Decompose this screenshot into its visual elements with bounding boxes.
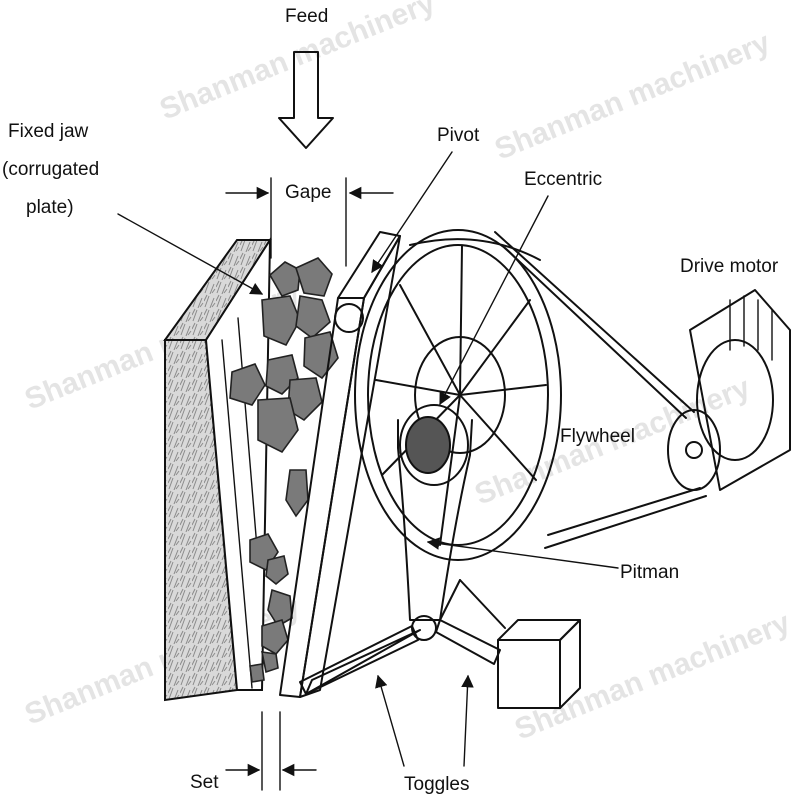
label-set: Set [190, 772, 219, 793]
corrugated-plate [204, 236, 272, 691]
pivot-pin [334, 303, 364, 333]
toggles [299, 579, 506, 695]
label-drive-motor: Drive motor [680, 256, 779, 277]
label-pivot: Pivot [437, 125, 480, 146]
label-flywheel: Flywheel [560, 426, 635, 447]
flywheel-hub [414, 336, 506, 454]
annotation-arrows [117, 151, 619, 767]
toggles-arrow-left [375, 674, 405, 767]
label-fixed-jaw-1: Fixed jaw [8, 121, 89, 142]
pitman-arrow [426, 537, 619, 569]
set-dimension [225, 711, 317, 791]
watermark: Shanman machinery Shanman machinery Shan… [20, 0, 795, 746]
feed-arrow [278, 51, 334, 149]
flywheel-rim [354, 229, 562, 561]
label-toggles: Toggles [404, 774, 470, 795]
eccentric-shaft [405, 416, 451, 474]
pitman [397, 404, 473, 641]
flywheel-assembly [354, 229, 562, 561]
label-gape: Gape [285, 182, 331, 203]
drive-motor [667, 289, 791, 491]
labels: Feed Gape Fixed jaw (corrugated plate) P… [2, 6, 779, 795]
watermark-text-2: Shanman machinery [490, 26, 775, 167]
pivot-arrow [371, 151, 453, 274]
label-pitman: Pitman [620, 562, 679, 583]
fixed-jaw-arrow [117, 213, 264, 295]
eccentric-arrow [439, 195, 549, 406]
swing-jaw [279, 231, 401, 698]
drive-belt [494, 231, 707, 549]
toggles-arrow-right [461, 674, 474, 767]
tension-block [497, 619, 581, 709]
rock-feed [229, 257, 339, 683]
fixed-jaw [163, 236, 272, 702]
label-fixed-jaw-2: (corrugated [2, 159, 99, 180]
watermark-text-6: Shanman machinery [510, 606, 795, 747]
label-fixed-jaw-3: plate) [26, 197, 74, 218]
label-eccentric: Eccentric [524, 169, 602, 190]
label-feed: Feed [285, 6, 328, 27]
gape-dimension [225, 177, 394, 267]
